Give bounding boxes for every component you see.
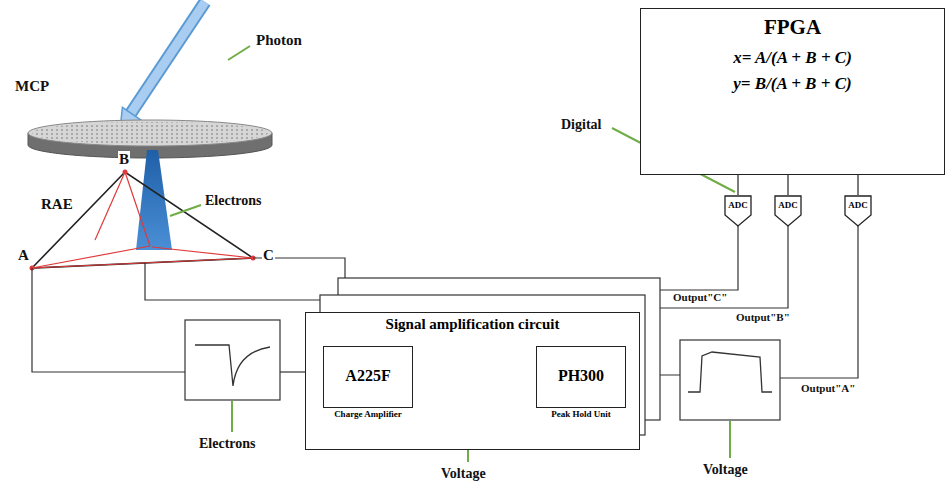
- callout-label: C: [262, 247, 275, 264]
- adc-outline: [774, 195, 802, 227]
- rae-anode: [32, 172, 253, 268]
- photon-beam: [131, 2, 205, 113]
- adc-link: [738, 175, 739, 195]
- box-text: Charge Amplifier: [334, 409, 402, 419]
- box-title: FPGA: [641, 15, 944, 40]
- callout-label: Voltage: [440, 466, 487, 481]
- mcp-plate: [28, 120, 272, 146]
- signal-circuit-box: Signal amplification circuitA225FCharge …: [305, 312, 640, 450]
- callout-label: Voltage: [702, 462, 749, 477]
- adc-outline: [724, 195, 752, 227]
- adc-link: [788, 175, 789, 195]
- callout-label: Output"A": [800, 382, 856, 394]
- photon-beam: [131, 2, 205, 113]
- peak-hold-unit: PH300Peak Hold Unit: [536, 346, 626, 408]
- adc-link: [858, 175, 859, 195]
- callout-label: Electrons: [198, 436, 257, 451]
- callout-label: Digital: [560, 117, 602, 132]
- box-text: Peak Hold Unit: [551, 409, 611, 419]
- waveform-box: [680, 340, 780, 420]
- adc-block: ADC: [774, 195, 802, 227]
- callout-label: Electrons: [204, 193, 263, 208]
- adc-outline: [844, 195, 872, 227]
- callout-label: RAE: [40, 196, 74, 213]
- callout-label: Photon: [255, 32, 303, 49]
- charge-amplifier: A225FCharge Amplifier: [323, 346, 413, 408]
- box-title: A225F: [324, 347, 412, 404]
- box-title: Signal amplification circuit: [306, 316, 639, 333]
- callout-label: Output"C": [672, 291, 728, 303]
- callout-label: MCP: [14, 78, 50, 95]
- box-title: ADC: [724, 200, 752, 210]
- charge-paths: [32, 172, 253, 268]
- box-text: x= A/(A + B + C): [641, 48, 944, 68]
- held-pulse: [688, 352, 772, 392]
- callout-label: Output"B": [735, 311, 791, 323]
- adc-block: ADC: [724, 195, 752, 227]
- waveform-box: [185, 320, 280, 400]
- box-title: ADC: [844, 200, 872, 210]
- adc-block: ADC: [844, 195, 872, 227]
- callout-label: A: [17, 247, 30, 264]
- box-text: y= B/(A + B + C): [641, 74, 944, 94]
- electron-pulse: [195, 345, 270, 386]
- box-title: ADC: [774, 200, 802, 210]
- box-title: PH300: [537, 347, 625, 404]
- vertex-dot: [30, 170, 256, 271]
- mcp-channels: [32, 122, 268, 144]
- callout-label: B: [118, 151, 130, 168]
- fpga-box: FPGA x= A/(A + B + C) y= B/(A + B + C): [640, 8, 945, 175]
